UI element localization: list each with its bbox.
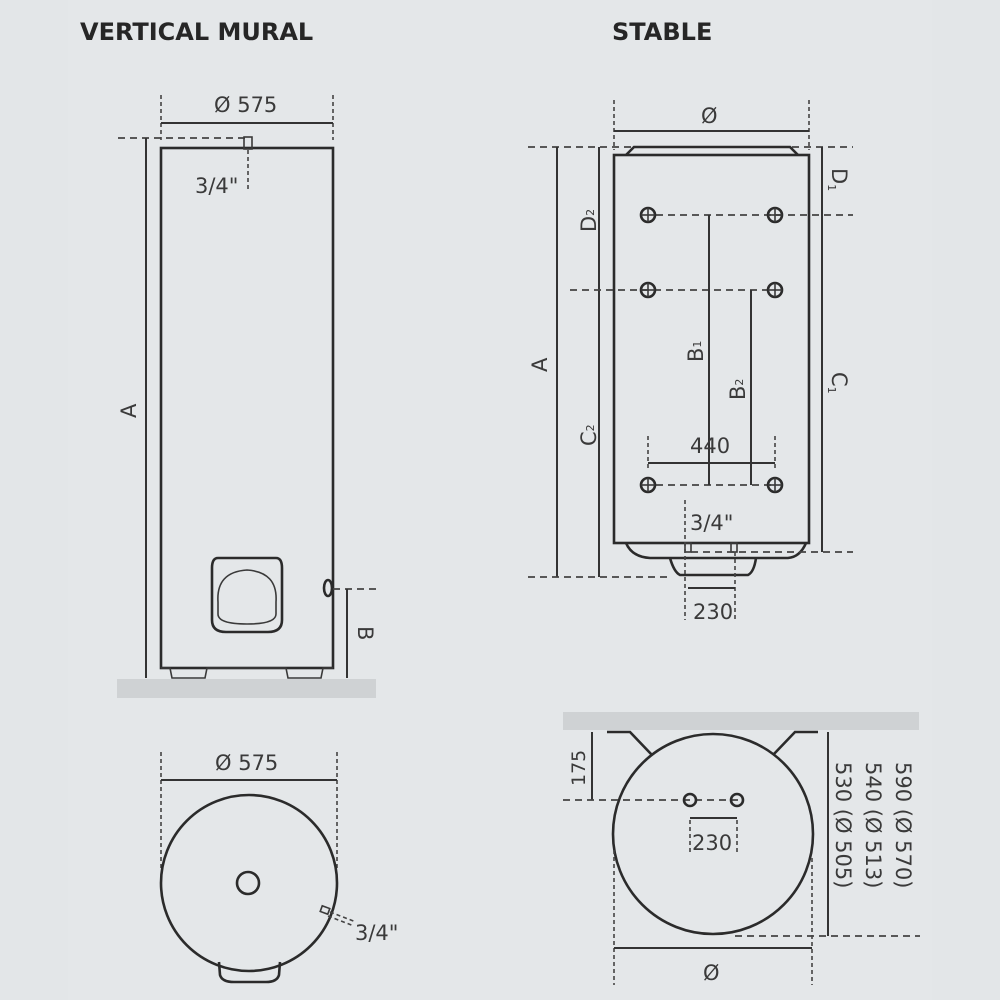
- bracket-hole-icon: [639, 206, 657, 224]
- vm-side-connection-label: 3/4": [355, 921, 398, 945]
- stable-d1-label: D1: [825, 168, 851, 191]
- stable-connection-label: 3/4": [690, 511, 733, 535]
- bracket-hole-icon: [766, 281, 784, 299]
- stable-width-label: Ø: [701, 104, 718, 128]
- stable-top-view: 175 230 590 (Ø 570) 540 (Ø 513) 530 (Ø 5…: [563, 712, 920, 985]
- vm-width-label: Ø 575: [214, 93, 277, 117]
- stable-b1-label: B1: [684, 341, 708, 362]
- stable-bracket-spacing-label: 440: [690, 434, 730, 458]
- stable-front-view: Ø A D2 C2 D1 C1 B1: [528, 100, 853, 624]
- vertical-mural-top-view: Ø 575 3/4": [159, 751, 398, 984]
- diagram-panel: [68, 0, 932, 1000]
- section-title-stable: STABLE: [612, 18, 712, 46]
- stable-connection-spacing-label: 230: [693, 600, 733, 624]
- floor: [117, 679, 376, 698]
- bracket-hole-icon: [766, 476, 784, 494]
- bracket-holes: [639, 206, 784, 494]
- stable-top-diameter-label: Ø: [703, 961, 720, 985]
- bracket-hole-icon: [639, 281, 657, 299]
- vm-top-connection-label: 3/4": [195, 174, 238, 198]
- bracket-hole-icon: [766, 206, 784, 224]
- stable-c1-label: C1: [825, 372, 851, 394]
- stable-b2-label: B2: [726, 379, 750, 400]
- wall: [563, 712, 919, 730]
- stable-wall-offset-label: 175: [568, 750, 590, 786]
- stable-height-label: A: [528, 357, 552, 372]
- stable-c2-label: C2: [577, 424, 601, 446]
- vm-top-width-label: Ø 575: [215, 751, 278, 775]
- vm-height-label: A: [117, 403, 141, 418]
- vm-side-connection-height-label: B: [353, 626, 377, 640]
- stable-depth-option-2: 540 (Ø 513): [861, 762, 885, 888]
- stable-depth-option-3: 530 (Ø 505): [831, 762, 855, 888]
- bracket-hole-icon: [639, 476, 657, 494]
- stable-depth-option-1: 590 (Ø 570): [891, 762, 915, 888]
- stable-d2-label: D2: [577, 209, 601, 232]
- vertical-mural-front-view: Ø 575 3/4" A B: [117, 93, 378, 698]
- stable-top-connection-spacing-label: 230: [692, 831, 732, 855]
- section-title-vertical-mural: VERTICAL MURAL: [80, 18, 313, 46]
